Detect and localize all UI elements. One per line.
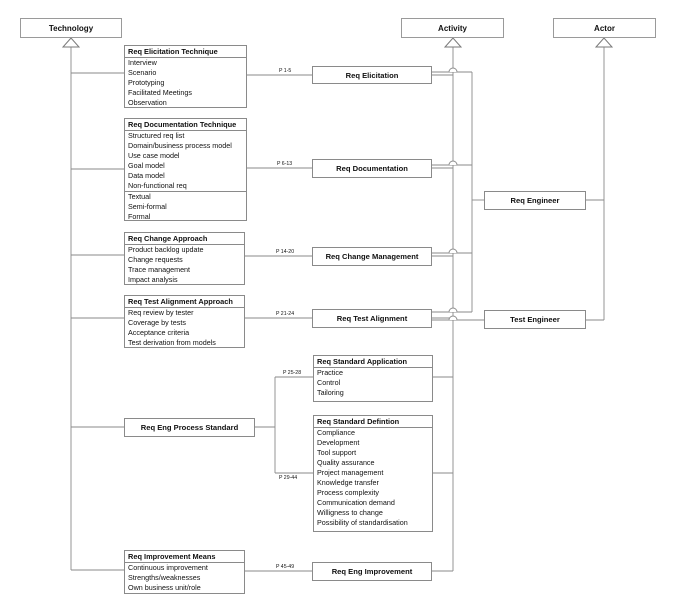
- class-item: Test derivation from models: [128, 338, 216, 347]
- class-item: Scenario: [128, 68, 157, 77]
- class-item: Formal: [128, 212, 151, 221]
- documentation-technique-class[interactable]: Req Documentation Technique Structured r…: [124, 118, 247, 221]
- class-item: Quality assurance: [317, 458, 375, 467]
- class-item: Req review by tester: [128, 308, 194, 317]
- elicitation-technique-class[interactable]: Req Elicitation Technique Interview Scen…: [124, 45, 247, 108]
- activity-documentation[interactable]: Req Documentation: [312, 159, 432, 178]
- class-title: Req Standard Defintion: [314, 416, 432, 428]
- class-title: Req Test Alignment Approach: [125, 296, 244, 308]
- actor-test-engineer[interactable]: Test Engineer: [484, 310, 586, 329]
- class-item: Practice: [317, 368, 343, 377]
- class-item: Facilitated Meetings: [128, 88, 192, 97]
- generalization-triangle-activity: [443, 37, 463, 48]
- class-item: Acceptance criteria: [128, 328, 190, 337]
- page-label: P 45-49: [276, 564, 295, 570]
- class-item: Possibility of standardisation: [317, 518, 408, 527]
- class-item: Use case model: [128, 151, 180, 160]
- activity-elicitation[interactable]: Req Elicitation: [312, 66, 432, 84]
- class-item: Interview: [128, 58, 157, 67]
- actor-req-engineer[interactable]: Req Engineer: [484, 191, 586, 210]
- class-item: Own business unit/role: [128, 583, 201, 592]
- class-item: Goal model: [128, 161, 165, 170]
- class-item: Communication demand: [317, 498, 395, 507]
- activity-change-management[interactable]: Req Change Management: [312, 247, 432, 266]
- class-item: Observation: [128, 98, 167, 107]
- change-approach-class[interactable]: Req Change Approach Product backlog upda…: [124, 232, 245, 285]
- class-item: Product backlog update: [128, 245, 204, 254]
- class-item: Data model: [128, 171, 165, 180]
- class-item: Control: [317, 378, 341, 387]
- page-label: P 1-5: [279, 68, 292, 74]
- class-item: Prototyping: [128, 78, 165, 87]
- class-item: Continuous improvement: [128, 563, 208, 572]
- class-item: Semi-formal: [128, 202, 167, 211]
- class-item: Change requests: [128, 255, 183, 264]
- generalization-triangle-actor: [594, 37, 614, 48]
- standard-definition-class[interactable]: Req Standard Defintion Compliance Develo…: [313, 415, 433, 532]
- class-item: Impact analysis: [128, 275, 178, 284]
- class-item: Textual: [128, 192, 151, 201]
- class-item: Non-functional req: [128, 181, 187, 190]
- class-item: Structured req list: [128, 131, 185, 140]
- class-title: Req Elicitation Technique: [125, 46, 246, 58]
- page-label: P 25-28: [283, 370, 302, 376]
- class-item: Knowledge transfer: [317, 478, 379, 487]
- class-title: Req Standard Application: [314, 356, 432, 368]
- class-item: Coverage by tests: [128, 318, 186, 327]
- class-item: Tool support: [317, 448, 357, 457]
- class-title: Req Change Approach: [125, 233, 244, 245]
- class-item: Tailoring: [317, 388, 344, 397]
- class-title: Req Documentation Technique: [125, 119, 246, 131]
- class-item: Process complexity: [317, 488, 379, 497]
- class-item: Compliance: [317, 428, 355, 437]
- class-item: Project management: [317, 468, 384, 477]
- test-alignment-approach-class[interactable]: Req Test Alignment Approach Req review b…: [124, 295, 245, 348]
- activity-improvement[interactable]: Req Eng Improvement: [312, 562, 432, 581]
- improvement-means-class[interactable]: Req Improvement Means Continuous improve…: [124, 550, 245, 594]
- page-label: P 21-24: [276, 311, 295, 317]
- class-item: Domain/business process model: [128, 141, 232, 150]
- class-item: Willigness to change: [317, 508, 383, 517]
- technology-header[interactable]: Technology: [20, 18, 122, 38]
- class-item: Development: [317, 438, 360, 447]
- activity-header[interactable]: Activity: [401, 18, 504, 38]
- class-item: Strengths/weaknesses: [128, 573, 201, 582]
- page-label: P 6-13: [277, 161, 293, 167]
- activity-test-alignment[interactable]: Req Test Alignment: [312, 309, 432, 328]
- class-title: Req Improvement Means: [125, 551, 244, 563]
- actor-header[interactable]: Actor: [553, 18, 656, 38]
- page-label: P 29-44: [279, 475, 298, 481]
- generalization-triangle-technology: [61, 37, 81, 48]
- page-label: P 14-20: [276, 249, 295, 255]
- standard-application-class[interactable]: Req Standard Application Practice Contro…: [313, 355, 433, 402]
- class-item: Trace management: [128, 265, 191, 274]
- process-standard-box[interactable]: Req Eng Process Standard: [124, 418, 255, 437]
